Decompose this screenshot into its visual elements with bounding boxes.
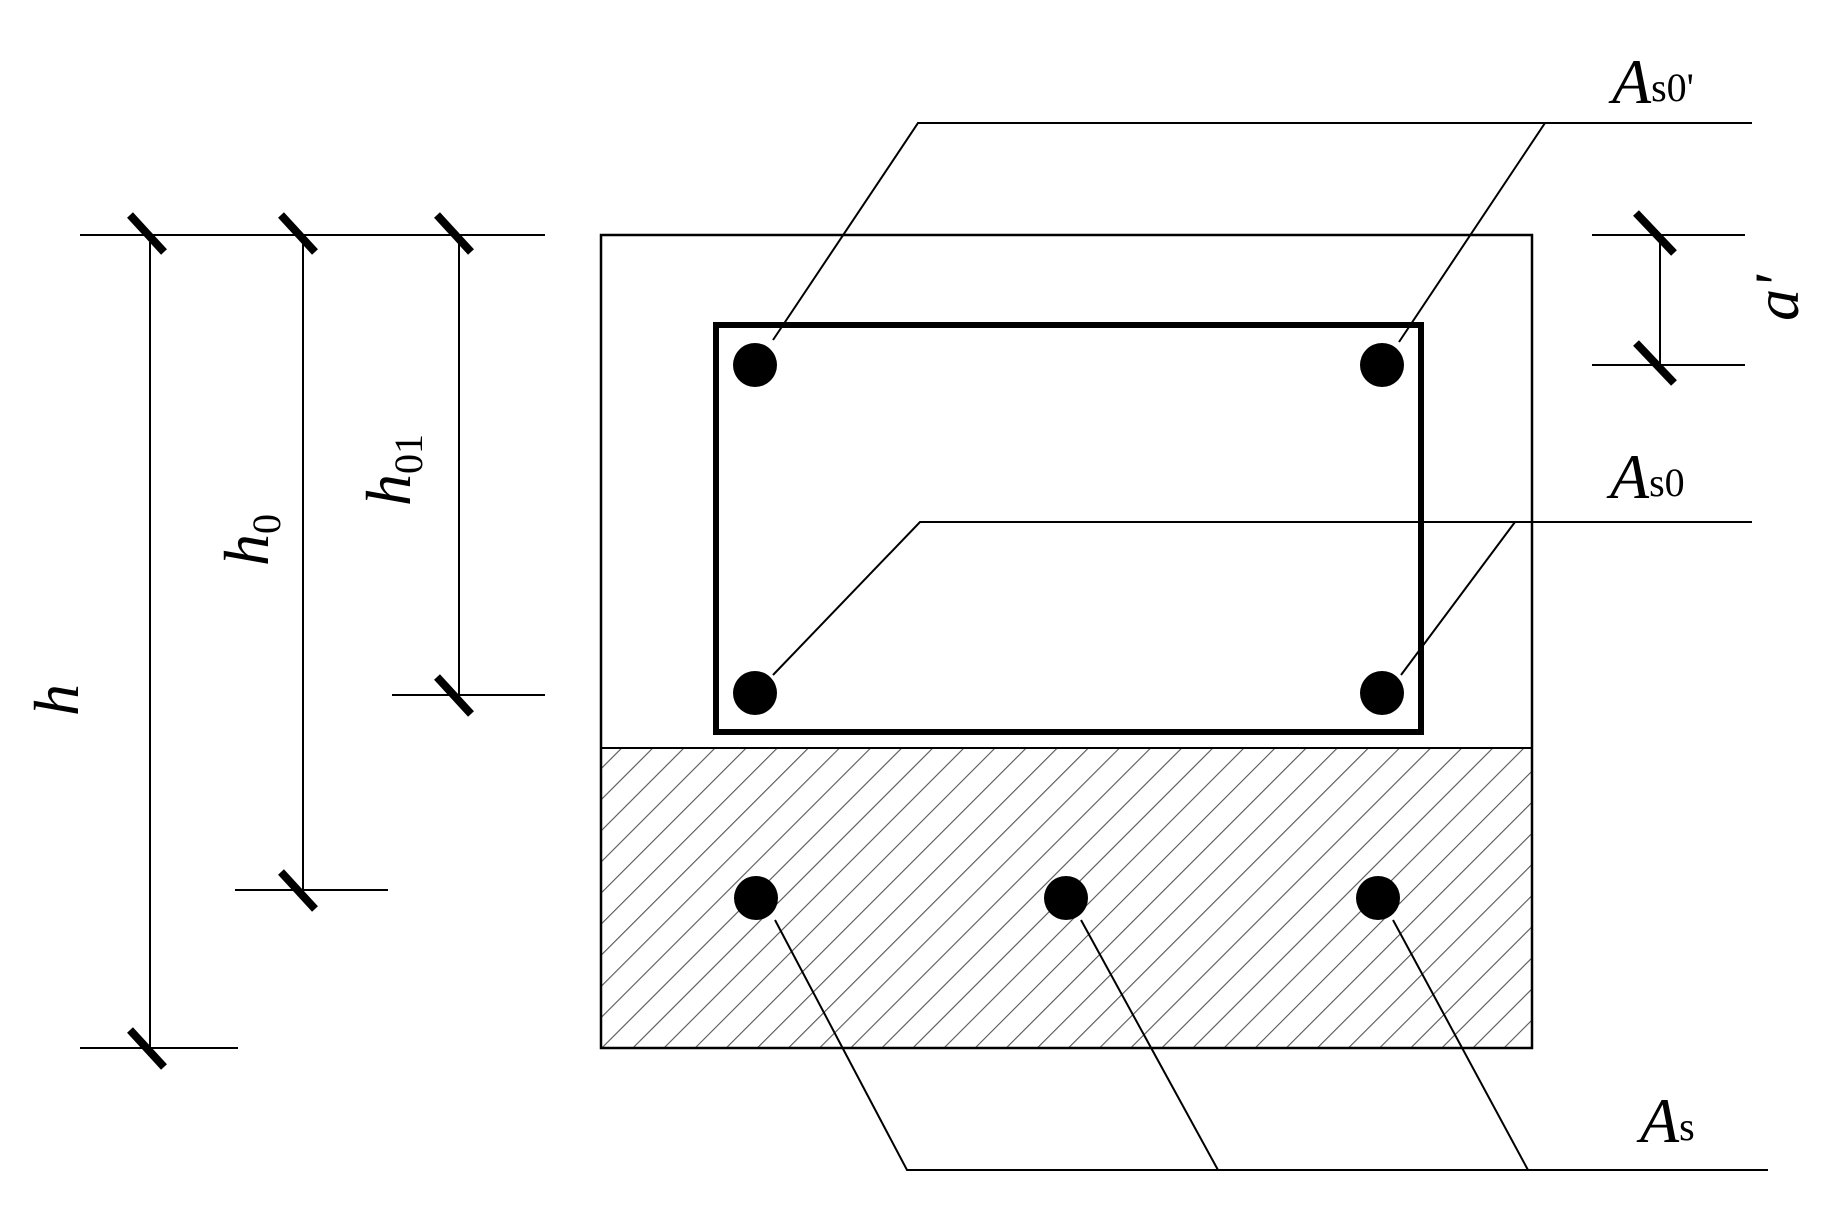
as0-label-sub: s0	[1649, 460, 1685, 505]
bar-as-middle	[1044, 876, 1088, 920]
h-label: h	[21, 684, 92, 716]
leader-as0: As0	[772, 441, 1752, 676]
section-outline	[599, 233, 1534, 1050]
h01-label-main: h	[353, 474, 424, 506]
as0-prime-label: As0'	[1608, 46, 1694, 117]
bottom-bars-as0	[733, 671, 1404, 715]
as-label-sub: s	[1679, 1104, 1695, 1149]
bar-cage-bottom-right	[1360, 671, 1404, 715]
bar-as-left	[734, 876, 778, 920]
dimension-h0: h0	[211, 212, 388, 912]
h01-bottom-tick	[434, 674, 474, 717]
dimension-h01: h01	[353, 212, 545, 717]
h-bottom-tick	[127, 1027, 167, 1070]
leader-as-middle	[1080, 919, 1219, 1171]
a-prime-top-tick	[1633, 210, 1677, 256]
h0-bottom-tick	[278, 869, 318, 912]
leader-as0-right	[1400, 521, 1516, 676]
a-prime-bottom-tick	[1633, 340, 1677, 386]
leader-as0-prime-left	[772, 122, 1752, 341]
as0-label: As0	[1606, 441, 1685, 512]
a-prime-label: a'	[1741, 274, 1812, 321]
dimension-h: h	[21, 212, 545, 1070]
as-label: As	[1636, 1085, 1695, 1156]
dimension-a-prime: a'	[1592, 210, 1812, 386]
h01-label: h01	[353, 434, 431, 506]
leader-as-left	[774, 919, 1768, 1171]
bar-top-right	[1360, 343, 1404, 387]
h-top-tick	[127, 212, 167, 255]
h01-label-sub: 01	[386, 434, 431, 474]
as-label-main: A	[1636, 1085, 1680, 1156]
h0-label: h0	[211, 514, 289, 566]
leader-as0-prime-right	[1398, 122, 1546, 343]
as0-label-main: A	[1606, 441, 1650, 512]
leader-as0-left	[772, 521, 1752, 676]
as0-prime-label-sub: s0'	[1651, 65, 1694, 110]
leader-as: As	[774, 919, 1768, 1171]
tension-bars-as	[734, 876, 1400, 920]
bar-cage-bottom-left	[733, 671, 777, 715]
h0-label-main: h	[211, 534, 282, 566]
leader-as0-prime: As0'	[772, 46, 1752, 343]
h0-top-tick	[278, 212, 318, 255]
h0-label-sub: 0	[244, 514, 289, 534]
as0-prime-label-main: A	[1608, 46, 1652, 117]
bar-top-left	[733, 343, 777, 387]
stirrup-cage	[713, 322, 1424, 735]
h01-top-tick	[434, 212, 474, 255]
top-bars-as0-prime	[733, 343, 1404, 387]
leader-as-right	[1392, 919, 1529, 1171]
bar-as-right	[1356, 876, 1400, 920]
